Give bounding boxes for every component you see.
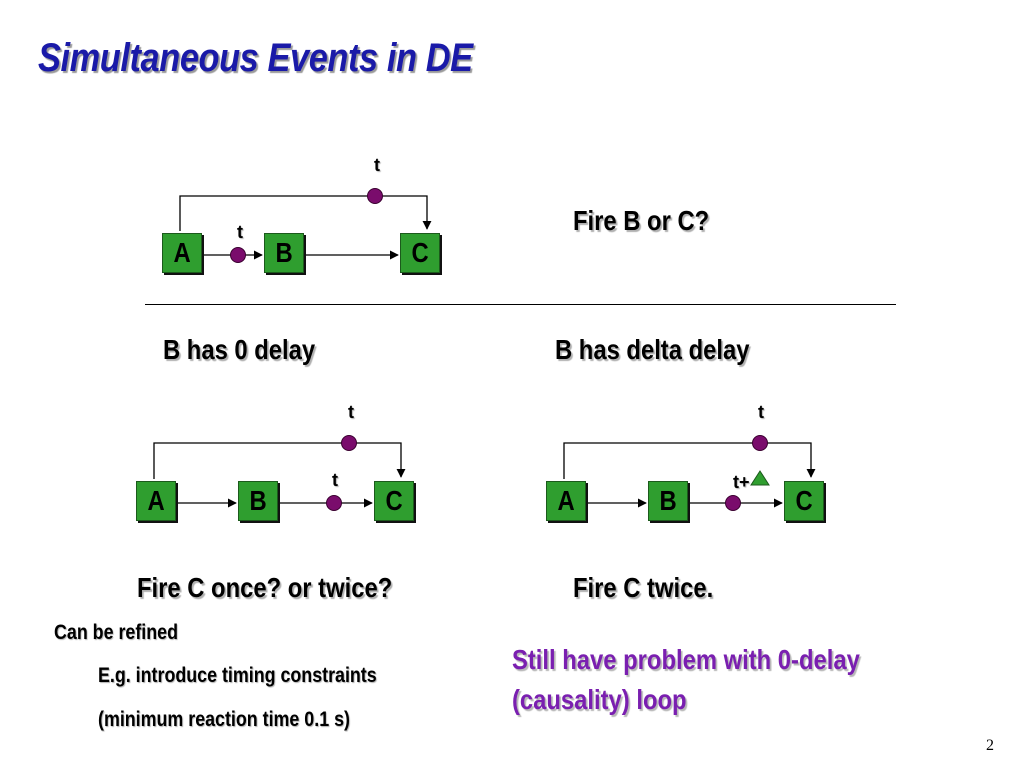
actor-b-label: B: [249, 485, 267, 516]
actor-a-label: A: [557, 485, 575, 516]
event-time-label: t: [332, 470, 338, 490]
question-fire-c-once-or-twice: Fire C once? or twice?: [137, 572, 393, 603]
actor-c-box: C: [374, 481, 414, 521]
event-time-label: t: [758, 402, 764, 422]
actor-c-label: C: [795, 485, 813, 516]
actor-c-box: C: [784, 481, 824, 521]
actor-a-label: A: [147, 485, 165, 516]
event-time-label: t: [374, 155, 380, 175]
actor-b-label: B: [275, 237, 293, 268]
note-line-2: (minimum reaction time 0.1 s): [98, 708, 350, 731]
actor-b-box: B: [648, 481, 688, 521]
actor-a-box: A: [136, 481, 176, 521]
actor-b-box: B: [264, 233, 304, 273]
event-token-icon: [341, 435, 357, 451]
slide-title: Simultaneous Events in DE: [38, 36, 473, 80]
actor-b-box: B: [238, 481, 278, 521]
actor-c-box: C: [400, 233, 440, 273]
problem-line-1: Still have problem with 0-delay: [512, 644, 860, 675]
actor-c-label: C: [411, 237, 429, 268]
heading-zero-delay: B has 0 delay: [163, 334, 316, 365]
event-token-icon: [752, 435, 768, 451]
event-time-label: t: [237, 222, 243, 242]
note-title: Can be refined: [54, 621, 178, 644]
heading-delta-delay: B has delta delay: [555, 334, 750, 365]
event-token-icon: [725, 495, 741, 511]
actor-a-box: A: [546, 481, 586, 521]
event-time-label: t: [348, 402, 354, 422]
delta-triangle-icon: [750, 470, 770, 486]
event-time-label: t+: [733, 472, 750, 492]
section-divider: [145, 304, 896, 305]
actor-a-label: A: [173, 237, 191, 268]
event-token-icon: [230, 247, 246, 263]
answer-fire-c-twice: Fire C twice.: [573, 572, 714, 603]
question-fire-b-or-c: Fire B or C?: [573, 205, 710, 236]
note-line-1: E.g. introduce timing constraints: [98, 664, 377, 687]
actor-a-box: A: [162, 233, 202, 273]
page-number: 2: [986, 737, 994, 754]
actor-c-label: C: [385, 485, 403, 516]
event-token-icon: [326, 495, 342, 511]
event-token-icon: [367, 188, 383, 204]
problem-line-2: (causality) loop: [512, 684, 687, 715]
actor-b-label: B: [659, 485, 677, 516]
